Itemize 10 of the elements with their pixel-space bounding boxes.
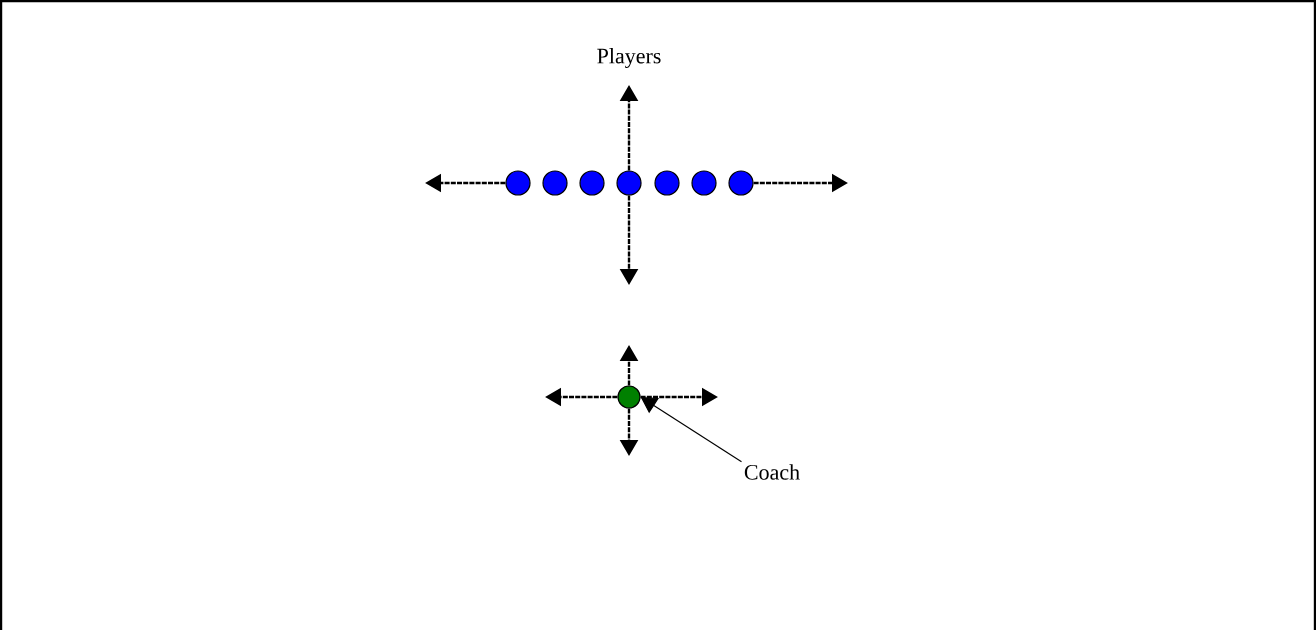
dot [579, 170, 605, 196]
text-label: Coach [744, 464, 800, 480]
dot [654, 170, 680, 196]
dot [617, 385, 641, 409]
dot [728, 170, 754, 196]
text-label: Players [597, 48, 661, 68]
dot [505, 170, 531, 196]
dot [691, 170, 717, 196]
dot [616, 170, 642, 196]
dot [542, 170, 568, 196]
